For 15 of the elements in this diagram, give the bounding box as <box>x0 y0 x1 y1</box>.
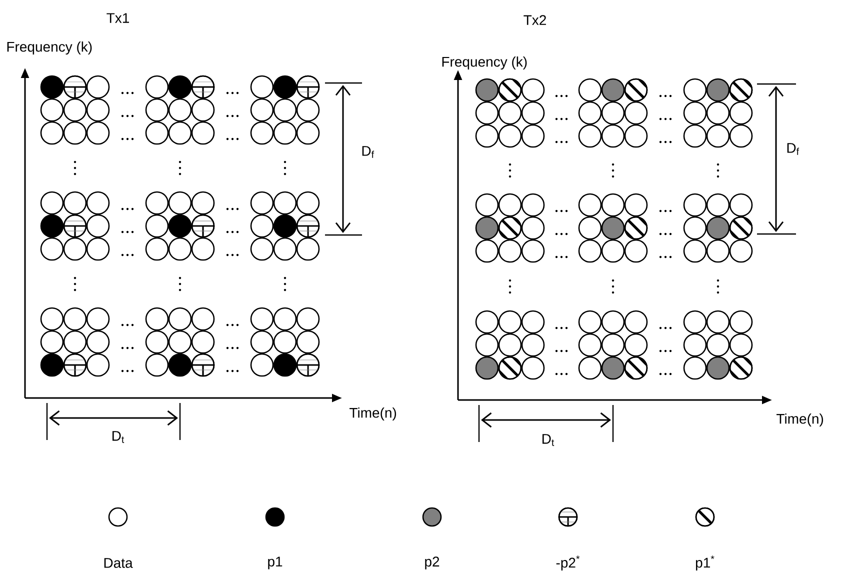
axis-label: Time(n) <box>350 407 396 421</box>
axis-label: Frequency (k) <box>442 56 527 70</box>
legend-label: p1 <box>268 556 282 570</box>
legend-label: Data <box>104 558 133 568</box>
axis-label: Frequency (k) <box>7 41 92 55</box>
legend-label: p1$^{*}$ <box>696 556 714 570</box>
legend-label: p2 <box>425 556 440 570</box>
panel-title: Tx2 <box>524 15 546 25</box>
legend-label: -p2$^{*}$ <box>556 556 580 570</box>
dimension-label: D$_{t}$ <box>542 434 554 446</box>
dimension-label: D$_{t}$ <box>112 431 124 443</box>
panel-title: Tx1 <box>106 13 129 23</box>
dimension-label: D$_{f}$ <box>362 146 374 158</box>
dimension-label: D$_{f}$ <box>787 143 800 155</box>
axis-label: Time(n) <box>776 413 824 427</box>
